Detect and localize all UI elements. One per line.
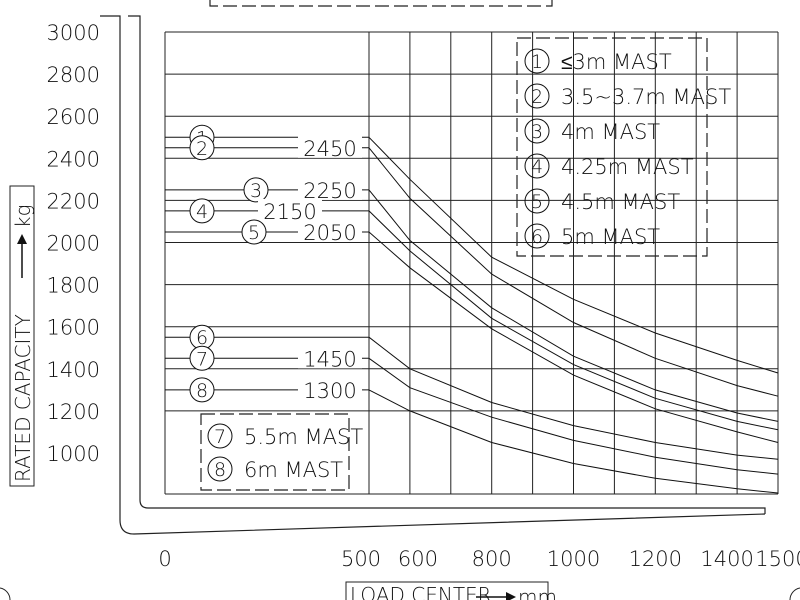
y-tick-label: 2200 bbox=[47, 189, 100, 213]
y-axis-arrowhead bbox=[17, 234, 27, 244]
legend-bottom-box bbox=[200, 413, 350, 491]
legend-marker-number-3: 3 bbox=[531, 121, 543, 143]
legend-marker-4 bbox=[524, 153, 550, 179]
marker-circle-2 bbox=[189, 135, 215, 161]
legend-marker-5 bbox=[524, 188, 550, 214]
legend-top: 1 ≤3m MAST 2 3.5~3.7m MAST 3 4m MAST 4 4.25m MA… bbox=[516, 37, 731, 257]
x-tick-labels: 0 500 600 800 1000 1200 14001500 bbox=[158, 547, 800, 571]
curve-series-3 bbox=[368, 189, 779, 422]
capacity-curves bbox=[368, 136, 779, 494]
x-tick-label: 1200 bbox=[629, 547, 682, 571]
y-tick-label: 2600 bbox=[47, 105, 100, 129]
legend-marker-number-8: 8 bbox=[214, 459, 226, 481]
value-label-bg-8 bbox=[298, 377, 362, 400]
y-tick-label: 1400 bbox=[47, 358, 100, 382]
legend-entry-7: 5.5m MAST bbox=[244, 425, 363, 449]
corner-circle-left bbox=[0, 587, 11, 600]
y-tick-labels: 3000 2800 2600 2400 2200 2000 1800 1600 1400 1200… bbox=[47, 21, 100, 466]
legend-marker-number-2: 2 bbox=[531, 86, 543, 108]
curve-series-7 bbox=[368, 357, 779, 475]
legend-marker-6 bbox=[524, 223, 550, 249]
inner-frame bbox=[128, 15, 766, 514]
y-tick-label: 1800 bbox=[47, 274, 100, 298]
x-tick-label: 1400 bbox=[700, 547, 753, 571]
legend-marker-7 bbox=[207, 423, 233, 449]
x-tick-label: 1500 bbox=[755, 547, 800, 571]
curve-series-1 bbox=[368, 136, 779, 374]
marker-number-2: 2 bbox=[196, 138, 208, 160]
marker-number-6: 6 bbox=[196, 327, 208, 349]
curve-leaders: 12245032250421505205067145081300 bbox=[165, 124, 369, 403]
marker-circle-5 bbox=[241, 219, 267, 245]
legend-marker-number-4: 4 bbox=[531, 156, 543, 178]
value-label-8: 1300 bbox=[303, 379, 356, 403]
curve-series-2 bbox=[368, 147, 779, 397]
value-label-bg-7 bbox=[298, 346, 362, 369]
y-tick-label: 1000 bbox=[47, 442, 100, 466]
legend-top-box bbox=[516, 37, 708, 257]
marker-number-3: 3 bbox=[250, 180, 262, 202]
x-axis-title: LOAD CENTER bbox=[350, 583, 492, 600]
value-label-bg-5 bbox=[298, 219, 362, 242]
marker-circle-8 bbox=[189, 377, 215, 403]
marker-number-4: 4 bbox=[196, 201, 208, 223]
legend-marker-8 bbox=[207, 456, 233, 482]
marker-circle-3 bbox=[243, 177, 269, 203]
legend-marker-number-5: 5 bbox=[531, 191, 543, 213]
y-axis-label: RATED CAPACITY kg bbox=[9, 185, 35, 487]
value-label-3: 2250 bbox=[303, 179, 356, 203]
legend-bottom: 7 5.5m MAST 8 6m MAST bbox=[200, 413, 363, 491]
x-axis-arrowhead bbox=[506, 592, 516, 600]
x-tick-label: 0 bbox=[158, 547, 171, 571]
corner-circle-right bbox=[789, 587, 800, 600]
marker-number-5: 5 bbox=[248, 222, 260, 244]
legend-entry-5: 4.5m MAST bbox=[561, 190, 680, 214]
x-tick-label: 600 bbox=[398, 547, 438, 571]
y-axis-unit: kg bbox=[11, 204, 35, 228]
top-cutoff-box bbox=[209, 0, 553, 7]
curve-series-6 bbox=[368, 336, 779, 460]
y-tick-label: 1600 bbox=[47, 316, 100, 340]
y-tick-label: 2400 bbox=[47, 147, 100, 171]
x-axis-label: LOAD CENTER mm bbox=[345, 581, 557, 600]
marker-circle-7 bbox=[189, 345, 215, 371]
outer-frame bbox=[100, 15, 766, 535]
x-tick-label: 800 bbox=[472, 547, 512, 571]
value-label-bg-2 bbox=[298, 135, 362, 158]
legend-marker-3 bbox=[524, 118, 550, 144]
value-label-5: 2050 bbox=[303, 221, 356, 245]
chart-grid bbox=[164, 31, 779, 495]
legend-marker-1 bbox=[524, 48, 550, 74]
legend-entry-8: 6m MAST bbox=[244, 458, 343, 482]
legend-marker-number-6: 6 bbox=[531, 226, 543, 248]
marker-number-7: 7 bbox=[196, 348, 208, 370]
legend-entry-6: 5m MAST bbox=[561, 225, 660, 249]
y-tick-label: 2800 bbox=[47, 63, 100, 87]
curve-series-8 bbox=[368, 389, 779, 494]
curve-series-5 bbox=[368, 231, 779, 443]
value-label-4: 2150 bbox=[263, 200, 316, 224]
value-label-2: 2450 bbox=[303, 137, 356, 161]
x-tick-label: 1000 bbox=[547, 547, 600, 571]
value-label-bg-3 bbox=[298, 177, 362, 200]
legend-entry-4: 4.25m MAST bbox=[561, 155, 694, 179]
y-axis-title: RATED CAPACITY bbox=[11, 314, 35, 482]
x-tick-label: 500 bbox=[341, 547, 381, 571]
x-axis-unit: mm bbox=[518, 585, 557, 600]
value-label-bg-4 bbox=[258, 198, 322, 221]
legend-marker-number-1: 1 bbox=[531, 51, 543, 73]
legend-entry-2: 3.5~3.7m MAST bbox=[561, 85, 731, 109]
curve-series-4 bbox=[368, 210, 779, 431]
y-tick-label: 3000 bbox=[47, 21, 100, 45]
value-label-7: 1450 bbox=[303, 347, 356, 371]
y-tick-label: 1200 bbox=[47, 400, 100, 424]
marker-circle-4 bbox=[189, 198, 215, 224]
legend-marker-number-7: 7 bbox=[214, 426, 226, 448]
legend-marker-2 bbox=[524, 83, 550, 109]
legend-entry-3: 4m MAST bbox=[561, 120, 660, 144]
legend-entry-1: ≤3m MAST bbox=[561, 50, 672, 74]
y-tick-label: 2000 bbox=[47, 232, 100, 256]
marker-number-8: 8 bbox=[196, 380, 208, 402]
